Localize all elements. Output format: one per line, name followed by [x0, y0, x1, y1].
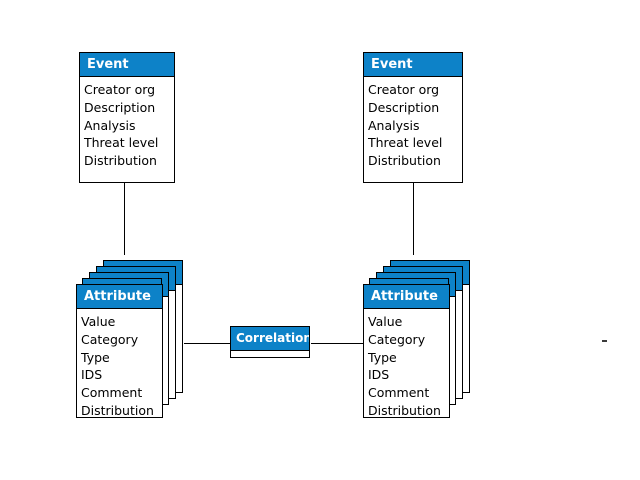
field-row: Description — [368, 99, 440, 115]
attribute-left-class-box[interactable]: Attribute Value Category Type IDS Commen… — [76, 284, 163, 418]
event-left-fields: Creator org Description Analysis Threat … — [80, 77, 174, 172]
connector-attribute-left-to-correlation — [184, 343, 231, 344]
attribute-right-title: Attribute — [364, 285, 449, 309]
field-row: Distribution — [81, 402, 154, 418]
stray-mark-artifact — [602, 340, 607, 342]
field-row: Creator org — [84, 82, 156, 97]
field-row: IDS — [368, 367, 390, 383]
attribute-right-class-box[interactable]: Attribute Value Category Type IDS Commen… — [363, 284, 450, 418]
field-row: Type — [81, 349, 110, 365]
field-row: IDS — [81, 367, 103, 383]
field-row: Threat level — [84, 135, 159, 151]
correlation-title: Correlation — [231, 327, 309, 351]
field-row: Comment — [81, 385, 143, 401]
field-row: Value — [81, 314, 116, 329]
field-row: Distribution — [368, 153, 441, 169]
field-row: Category — [81, 331, 139, 347]
field-row: Type — [368, 349, 397, 365]
connector-event-right-to-attribute-right — [413, 183, 414, 255]
connector-event-left-to-attribute-left — [124, 183, 125, 255]
attribute-right-stack — [0, 0, 470, 411]
field-row: Distribution — [84, 153, 157, 169]
attribute-right-fields: Value Category Type IDS Comment Distribu… — [364, 309, 449, 422]
field-row: Threat level — [368, 135, 443, 151]
correlation-class-box[interactable]: Correlation — [230, 326, 310, 358]
field-row: Distribution — [368, 402, 441, 418]
attribute-left-title: Attribute — [77, 285, 162, 309]
field-row: Value — [368, 314, 403, 329]
field-row: Comment — [368, 385, 430, 401]
connector-correlation-to-attribute-right — [311, 343, 364, 344]
field-row: Analysis — [84, 117, 136, 133]
field-row: Analysis — [368, 117, 420, 133]
attribute-left-fields: Value Category Type IDS Comment Distribu… — [77, 309, 162, 422]
field-row: Category — [368, 331, 426, 347]
event-left-class-box[interactable]: Event Creator org Description Analysis T… — [79, 52, 175, 183]
field-row: Description — [84, 99, 156, 115]
event-right-title: Event — [364, 53, 462, 77]
event-right-fields: Creator org Description Analysis Threat … — [364, 77, 462, 172]
field-row: Creator org — [368, 82, 440, 97]
event-right-class-box[interactable]: Event Creator org Description Analysis T… — [363, 52, 463, 183]
event-left-title: Event — [80, 53, 174, 77]
